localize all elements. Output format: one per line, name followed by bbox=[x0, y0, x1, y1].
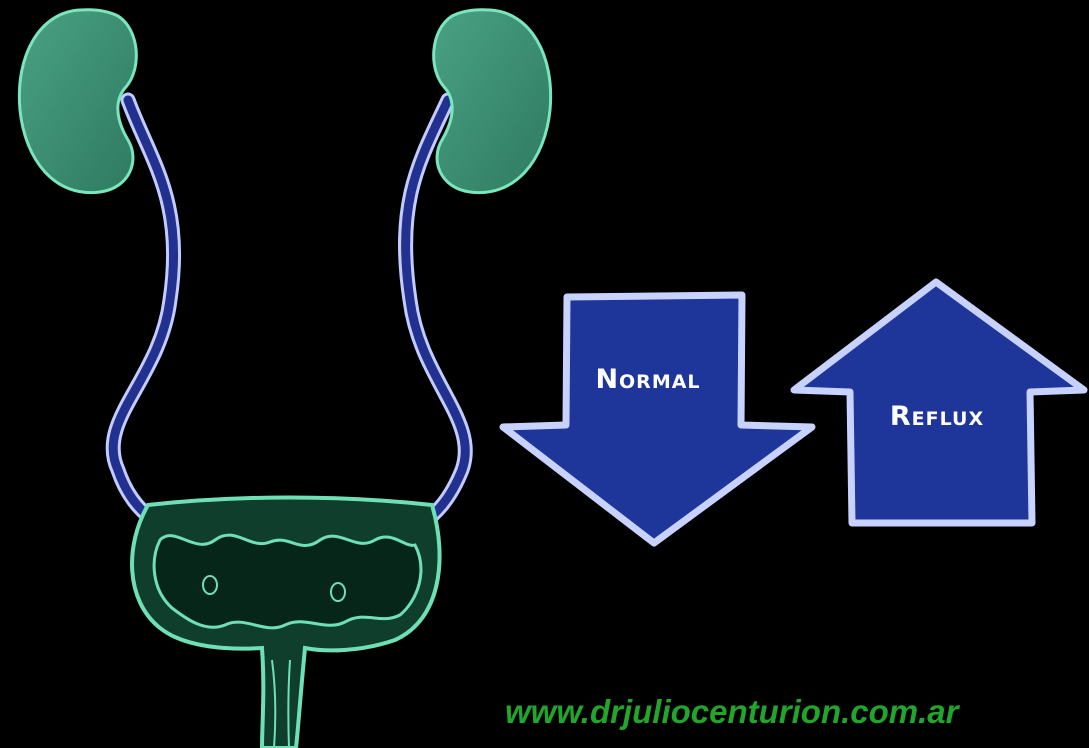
bladder-lining bbox=[154, 535, 421, 628]
right-kidney bbox=[434, 10, 551, 193]
reflux-label: Reflux bbox=[890, 401, 984, 432]
left-kidney bbox=[19, 10, 136, 193]
normal-down-arrow: Normal bbox=[503, 295, 812, 543]
bladder bbox=[132, 498, 440, 748]
reflux-up-arrow: Reflux bbox=[794, 282, 1084, 523]
normal-label: Normal bbox=[595, 364, 700, 395]
website-watermark: www.drjuliocenturion.com.ar bbox=[505, 693, 959, 731]
